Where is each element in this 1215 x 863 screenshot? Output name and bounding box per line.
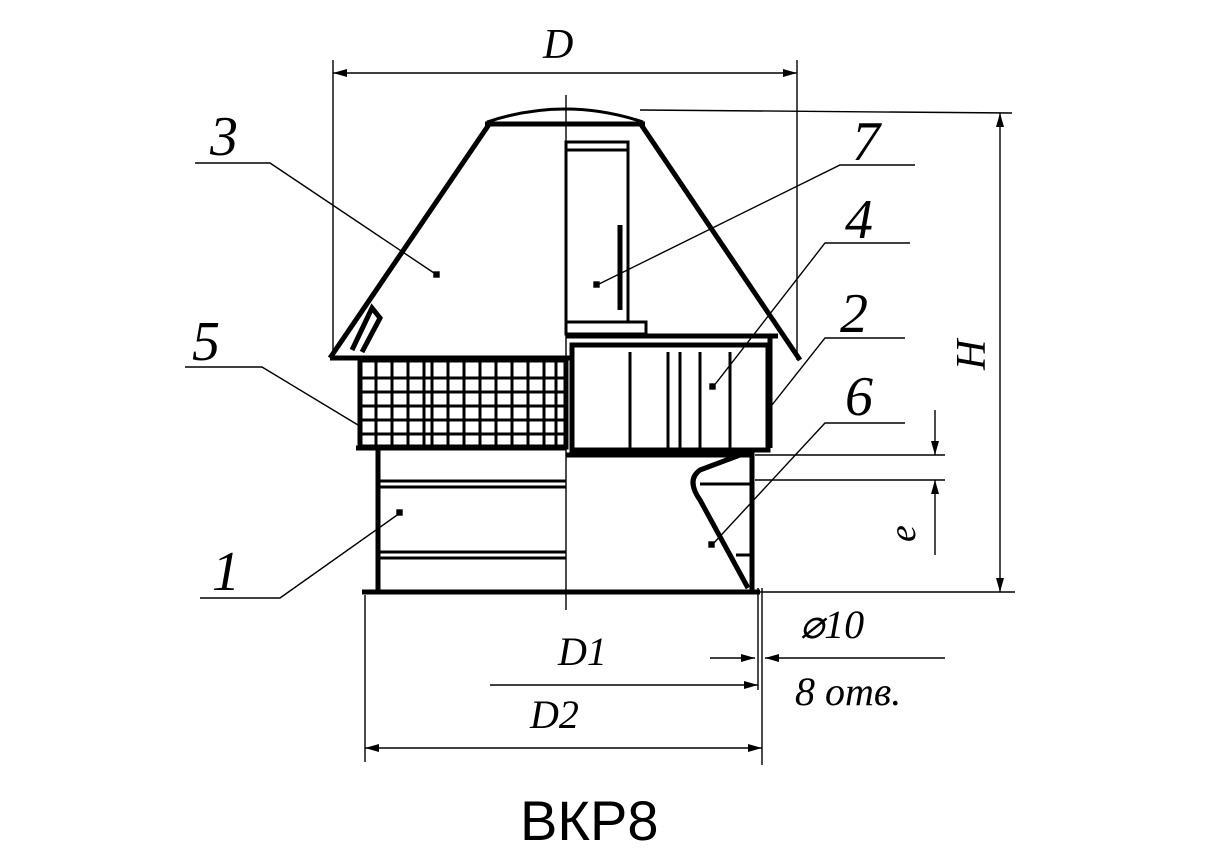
leader-lines	[185, 162, 915, 599]
motor	[564, 140, 648, 336]
protective-grille	[356, 357, 569, 451]
callout-1: 1	[212, 541, 240, 603]
dimension-d1-d2	[364, 588, 945, 765]
callout-2: 2	[840, 283, 868, 345]
label-hole-diameter: ⌀10	[800, 602, 864, 647]
label-d2: D2	[529, 692, 579, 737]
dimension-h	[639, 109, 1015, 593]
base-housing	[362, 449, 760, 595]
callout-4: 4	[845, 189, 873, 251]
callout-5: 5	[192, 311, 220, 373]
label-h: H	[949, 337, 995, 371]
label-d: D	[542, 22, 573, 68]
label-d1: D1	[557, 629, 607, 674]
drawing-title: ВКР8	[520, 789, 658, 852]
impeller	[566, 333, 778, 453]
callout-6: 6	[845, 366, 873, 428]
label-hole-count: 8 отв.	[795, 669, 901, 714]
dimension-e	[755, 410, 945, 555]
dimension-d	[332, 60, 798, 360]
callout-7: 7	[852, 111, 882, 173]
label-e: e	[882, 525, 924, 542]
callout-3: 3	[209, 106, 238, 168]
